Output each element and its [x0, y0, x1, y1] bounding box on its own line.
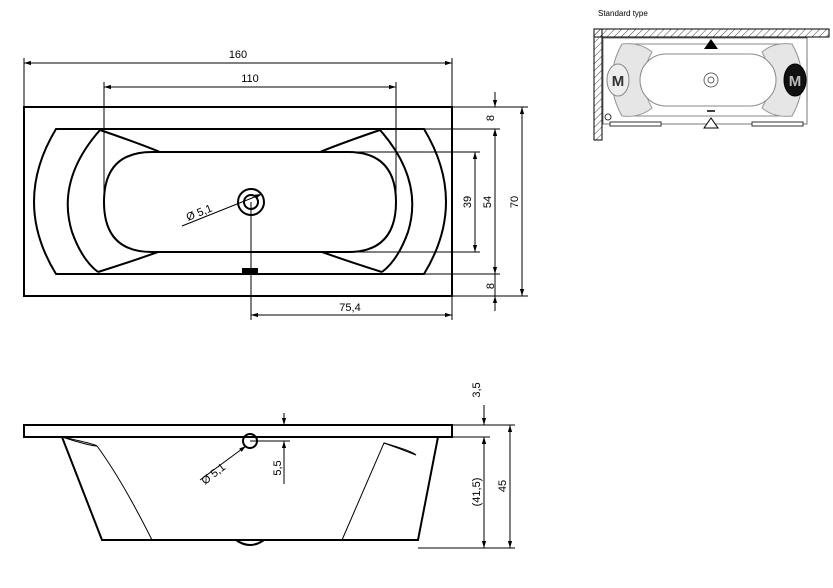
- bottom-arrow-icon: [703, 117, 719, 129]
- side-rim: [23, 424, 453, 438]
- left-backrest-curve: [66, 129, 101, 273]
- dim-overflow-diameter: Ø 5,1: [199, 461, 228, 487]
- valve-icon: [604, 113, 612, 121]
- right-backrest-curve: [379, 129, 414, 273]
- inner-basin: [102, 151, 398, 253]
- side-right-curve: [341, 442, 417, 541]
- left-motor-marker: [606, 63, 630, 97]
- inset-title: Standard type: [598, 9, 648, 18]
- side-wall: [593, 28, 603, 141]
- dim-inner-length: 110: [241, 73, 259, 85]
- side-view: Ø 5,1 5,5 3,5 (41,5) 45: [23, 382, 515, 549]
- side-left-curve: [61, 436, 153, 541]
- dim-depth-total: 45: [497, 480, 509, 492]
- dim-rim-thickness: 3,5: [471, 382, 483, 397]
- dim-rim-top: 8: [485, 115, 497, 121]
- drain-leader: [181, 193, 263, 227]
- dim-depth-inner: (41,5): [471, 478, 483, 507]
- right-motor-label: M: [789, 73, 802, 90]
- overflow-leader: [199, 445, 247, 481]
- inset-drain-inner: [707, 76, 715, 84]
- dim-overflow-offset: 5,5: [272, 460, 284, 475]
- side-body: [61, 436, 439, 541]
- right-motor-marker: [783, 63, 807, 97]
- left-support: [609, 121, 662, 127]
- dim-drain-diameter: Ø 5,1: [185, 203, 214, 224]
- left-backrest-top: [99, 129, 161, 153]
- right-backrest-top: [319, 129, 381, 153]
- dim-rim-bottom: 8: [485, 283, 497, 289]
- right-backrest-bottom: [321, 251, 383, 273]
- back-wall: [593, 28, 830, 38]
- top-arrow-icon: [704, 39, 718, 49]
- top-view: 160 110 75,4 Ø 5,1 8 39 54 8: [23, 49, 528, 320]
- right-support: [751, 121, 804, 127]
- dim-inner-width: 39: [462, 196, 474, 208]
- side-drain: [235, 539, 265, 546]
- left-backrest-bottom: [97, 251, 159, 273]
- dim-overall-length: 160: [229, 49, 247, 61]
- dim-overall-width: 70: [509, 196, 521, 208]
- left-motor-label: M: [612, 73, 625, 90]
- overflow-notch: [242, 268, 258, 273]
- dim-basin-width: 54: [482, 196, 494, 208]
- side-left-top: [61, 436, 98, 447]
- dim-outlet-offset: 75,4: [339, 302, 360, 314]
- side-right-top: [383, 442, 417, 456]
- tub-rim-outline: [23, 106, 453, 297]
- standard-type-inset: Standard type M M: [593, 9, 830, 141]
